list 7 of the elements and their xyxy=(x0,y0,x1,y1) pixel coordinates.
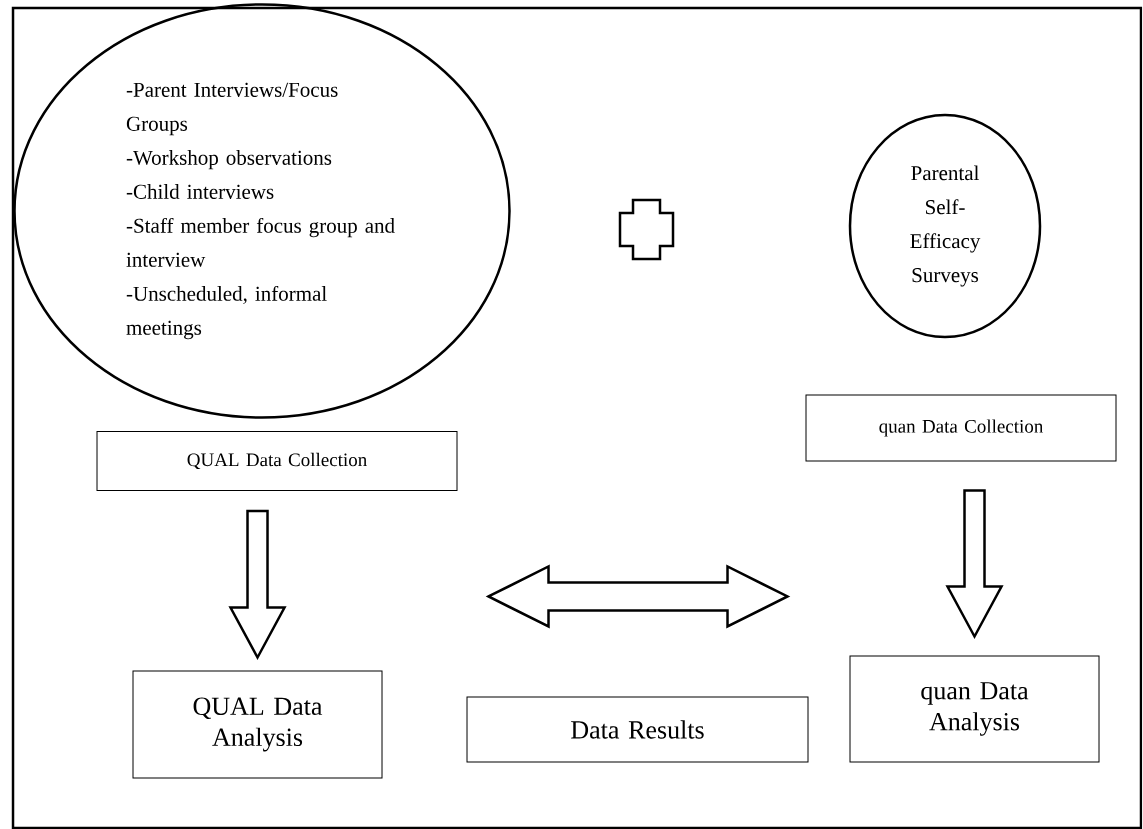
results-box: Data Results xyxy=(466,696,809,763)
block-arrow xyxy=(228,509,287,661)
label-box: quan Data Collection xyxy=(805,394,1117,462)
block-arrow xyxy=(945,489,1004,640)
label-box: QUAL Data Collection xyxy=(96,431,458,491)
analysis-box: QUAL Data Analysis xyxy=(132,670,383,779)
analysis-box: quan Data Analysis xyxy=(849,655,1100,763)
